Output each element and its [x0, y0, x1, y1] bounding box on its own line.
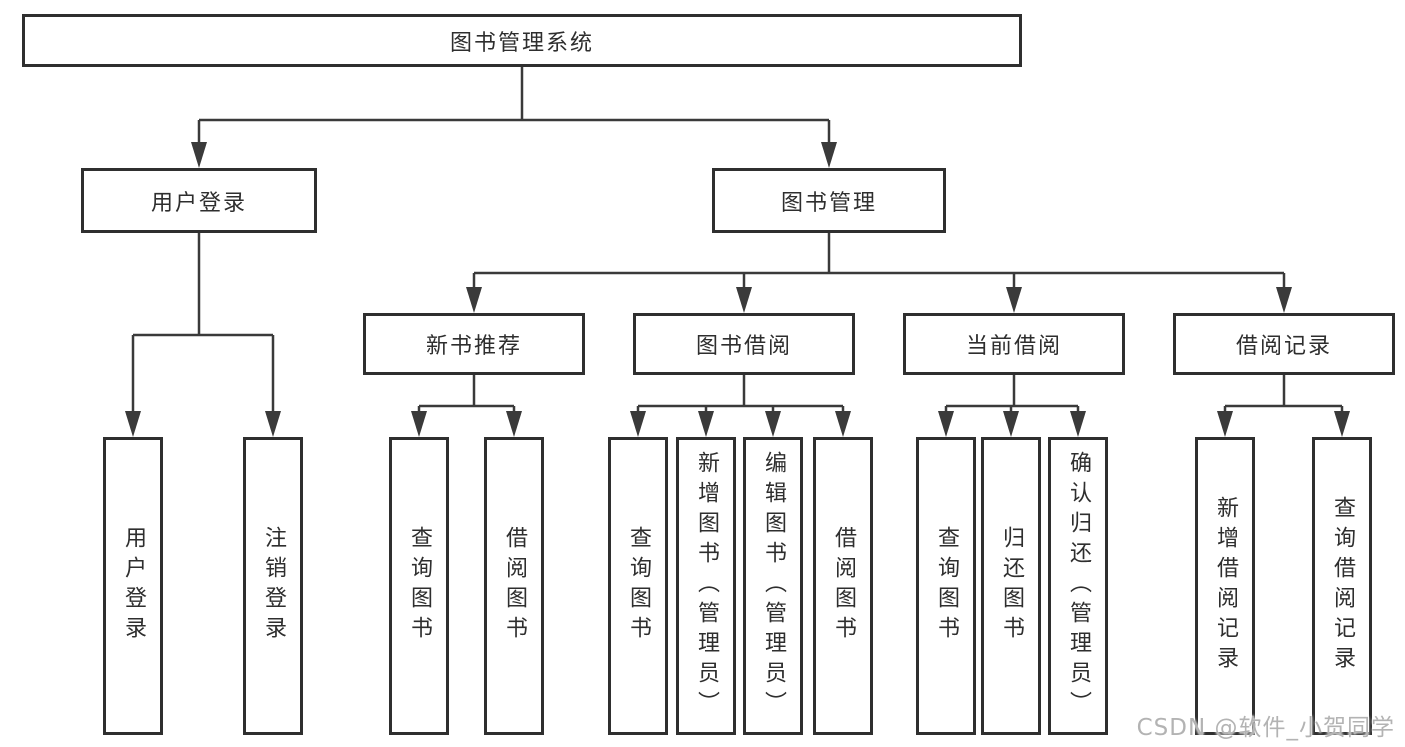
leaf-return-books-label: 归还图书 — [999, 526, 1024, 646]
leaf-user-login: 用户登录 — [103, 437, 163, 735]
node-book-borrow: 图书借阅 — [633, 313, 855, 375]
leaf-add-borrow-record: 新增借阅记录 — [1195, 437, 1255, 735]
leaf-query-books-2-label: 查询图书 — [626, 526, 651, 646]
leaf-borrow-books-2-label: 借阅图书 — [831, 526, 856, 646]
leaf-borrow-books-1-label: 借阅图书 — [502, 526, 527, 646]
leaf-query-borrow-record: 查询借阅记录 — [1312, 437, 1372, 735]
leaf-query-books-3-label: 查询图书 — [934, 526, 959, 646]
leaf-add-books-admin-label: 新增图书（管理员） — [694, 451, 719, 721]
leaf-borrow-books-1: 借阅图书 — [484, 437, 544, 735]
leaf-edit-books-admin: 编辑图书（管理员） — [743, 437, 803, 735]
leaf-confirm-return-admin-label: 确认归还（管理员） — [1066, 451, 1091, 721]
leaf-add-borrow-record-label: 新增借阅记录 — [1213, 496, 1238, 676]
node-new-book-recommend: 新书推荐 — [363, 313, 585, 375]
leaf-query-books-1: 查询图书 — [389, 437, 449, 735]
leaf-add-books-admin: 新增图书（管理员） — [676, 437, 736, 735]
leaf-query-books-2: 查询图书 — [608, 437, 668, 735]
node-root-label: 图书管理系统 — [449, 30, 594, 56]
leaf-query-books-1-label: 查询图书 — [407, 526, 432, 646]
node-book-management-label: 图书管理 — [780, 190, 877, 216]
leaf-logout-label: 注销登录 — [261, 526, 286, 646]
csdn-watermark: CSDN @软件_小贺同学 — [1136, 715, 1395, 741]
node-current-borrow: 当前借阅 — [903, 313, 1125, 375]
leaf-user-login-label: 用户登录 — [121, 526, 146, 646]
leaf-query-borrow-record-label: 查询借阅记录 — [1330, 496, 1355, 676]
leaf-borrow-books-2: 借阅图书 — [813, 437, 873, 735]
leaf-confirm-return-admin: 确认归还（管理员） — [1048, 437, 1108, 735]
node-borrow-records-label: 借阅记录 — [1235, 334, 1332, 359]
leaf-return-books: 归还图书 — [981, 437, 1041, 735]
node-new-book-recommend-label: 新书推荐 — [425, 334, 522, 359]
leaf-edit-books-admin-label: 编辑图书（管理员） — [761, 451, 786, 721]
leaf-logout: 注销登录 — [243, 437, 303, 735]
node-root: 图书管理系统 — [22, 14, 1022, 67]
leaf-query-books-3: 查询图书 — [916, 437, 976, 735]
node-book-management: 图书管理 — [712, 168, 946, 233]
node-current-borrow-label: 当前借阅 — [965, 334, 1062, 359]
node-book-borrow-label: 图书借阅 — [695, 334, 792, 359]
node-user-login-label: 用户登录 — [150, 190, 247, 216]
node-user-login: 用户登录 — [81, 168, 317, 233]
arrowhead-icons — [125, 142, 1350, 437]
node-borrow-records: 借阅记录 — [1173, 313, 1395, 375]
